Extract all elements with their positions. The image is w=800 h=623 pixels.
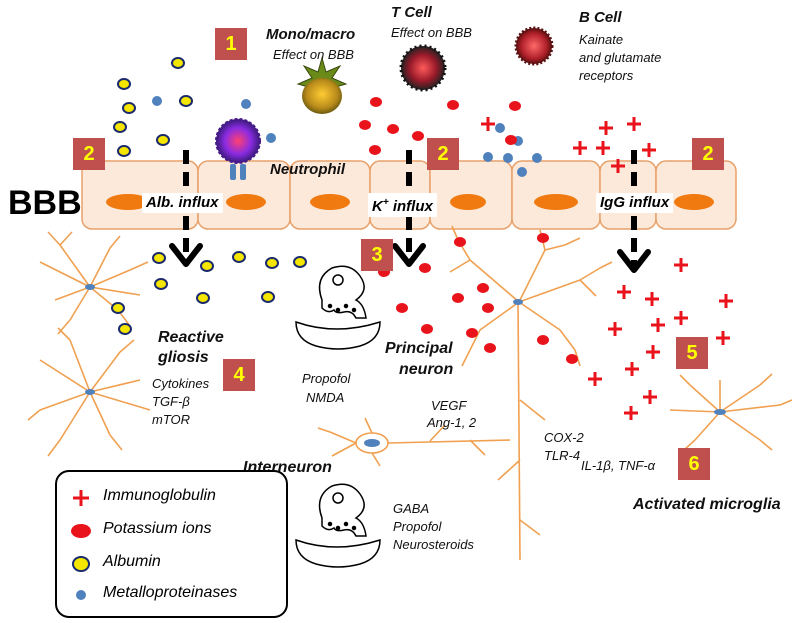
potassium-influx-k: K: [372, 198, 383, 215]
endothelial-cell-layer: [81, 160, 737, 230]
bbb-label: BBB: [8, 184, 82, 222]
astrocyte-upper: [39, 231, 149, 335]
legend-symbols: [71, 490, 91, 600]
albumin-arrow-head: [169, 243, 203, 267]
endothelial-nucleus: [450, 194, 486, 210]
legend-box: Immunoglobulin Potassium ions Albumin Me…: [55, 470, 288, 618]
legend-potassium: Potassium ions: [103, 520, 212, 537]
neutrophil-cell: [215, 118, 261, 180]
t-cell-title: T Cell: [391, 4, 432, 21]
tlr4-label: TLR-4: [544, 448, 581, 463]
potassium-arrow-head: [392, 243, 426, 267]
t-cell: [399, 44, 447, 92]
legend-immunoglobulin: Immunoglobulin: [103, 487, 216, 504]
nmda-synapse: [295, 265, 381, 350]
astrocyte-upper-nucleus: [85, 284, 95, 290]
ang-label: Ang-1, 2: [427, 415, 477, 430]
gaba-label: GABA: [393, 501, 430, 516]
principal-neuron-label-2: neuron: [399, 361, 454, 378]
mono-macro-sub: Effect on BBB: [273, 47, 354, 62]
il1-tnf-label: IL-1β, TNF-α: [581, 458, 656, 473]
marker-4: 4: [223, 359, 255, 391]
t-cell-sub: Effect on BBB: [391, 25, 472, 40]
legend-plus-icon: [73, 490, 89, 506]
b-cell-title: B Cell: [579, 9, 622, 26]
endothelial-nucleus: [534, 194, 578, 210]
principal-neuron-nucleus: [513, 299, 523, 305]
microglia-nucleus: [714, 409, 726, 415]
endothelial-nucleus: [106, 194, 150, 210]
igg-influx-label: IgG influx: [596, 193, 674, 213]
legend-albumin: Albumin: [103, 553, 161, 570]
potassium-ions: [359, 97, 578, 364]
albumin-influx-label: Alb. influx: [142, 193, 223, 213]
principal-neuron: [449, 225, 613, 561]
b-cell-sub-3: receptors: [579, 68, 634, 83]
marker-5: 5: [676, 337, 708, 369]
endothelial-nucleus: [226, 194, 266, 210]
interneuron: [317, 417, 511, 467]
b-cell-sub-2: and glutamate: [579, 50, 662, 65]
gaba-synapse: [295, 483, 381, 568]
endothelial-nucleus: [674, 194, 714, 210]
immunoglobulin-markers: [481, 117, 733, 420]
b-cell: [514, 26, 554, 66]
monocyte-macrophage-cell: [296, 56, 348, 114]
mtor-label: mTOR: [152, 412, 191, 427]
legend-red-ellipse-icon: [71, 524, 91, 538]
cytokines-label: Cytokines: [152, 376, 210, 391]
marker-3: 3: [361, 239, 393, 271]
marker-2-center: 2: [427, 138, 459, 170]
mono-macro-title: Mono/macro: [266, 26, 356, 43]
legend-blue-dot-icon: [76, 590, 86, 600]
astrocyte-lower-nucleus: [85, 389, 95, 395]
tgf-beta-label: TGF-β: [152, 394, 190, 409]
marker-6: 6: [678, 448, 710, 480]
legend-metalloproteinases: Metalloproteinases: [103, 584, 238, 601]
reactive-gliosis-label-2: gliosis: [158, 349, 209, 366]
astrocyte-lower: [27, 327, 151, 457]
neurosteroids-label: Neurosteroids: [393, 537, 474, 552]
nmda-label: NMDA: [306, 390, 345, 405]
potassium-influx-label: K+ influx: [368, 193, 437, 217]
legend-yellow-ring-icon: [72, 556, 90, 572]
albumin-particles: [111, 57, 307, 335]
marker-2-left: 2: [73, 138, 105, 170]
potassium-influx-suffix: influx: [388, 198, 433, 215]
reactive-gliosis-label-1: Reactive: [158, 329, 224, 346]
marker-2-right: 2: [692, 138, 724, 170]
cox2-label: COX-2: [544, 430, 584, 445]
b-cell-sub-1: Kainate: [579, 32, 624, 47]
potassium-influx-sup: +: [382, 197, 389, 208]
igg-arrow-head: [617, 249, 651, 273]
marker-1: 1: [215, 28, 247, 60]
endothelial-nucleus: [310, 194, 350, 210]
gaba-propofol-label: Propofol: [393, 519, 442, 534]
principal-neuron-label-1: Principal: [385, 340, 453, 357]
activated-microglia-label: Activated microglia: [633, 496, 781, 513]
interneuron-nucleus: [364, 439, 380, 447]
activated-microglia: [669, 373, 793, 451]
vegf-label: VEGF: [431, 398, 467, 413]
neutrophil-label: Neutrophil: [270, 161, 345, 178]
propofol-label: Propofol: [302, 371, 351, 386]
